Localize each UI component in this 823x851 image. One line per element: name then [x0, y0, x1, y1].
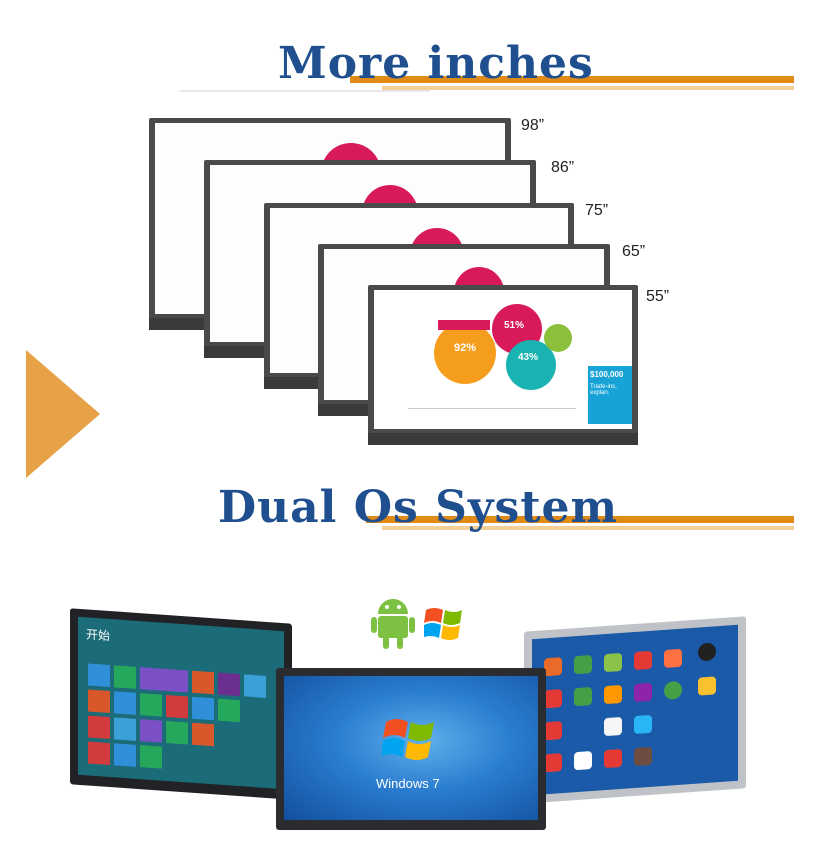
size-label-75: 75”	[585, 202, 609, 219]
price-box	[588, 366, 632, 424]
size-label-65: 65”	[622, 243, 646, 260]
heading-underline-light	[382, 86, 794, 90]
decorative-triangle	[26, 350, 100, 478]
android-display	[524, 616, 746, 804]
info-row	[408, 408, 576, 429]
gear-orange	[434, 322, 496, 384]
windows7-display: Windows 7	[276, 668, 546, 830]
ribbon	[438, 320, 490, 330]
gear-green	[544, 324, 572, 352]
section-title-os: Dual Os System	[218, 482, 619, 533]
size-label-55: 55”	[646, 288, 670, 305]
windows-logo-icon	[422, 604, 464, 644]
monitor-55: 92% 51% 43% $100,000 Trade-ins, explan.	[368, 285, 638, 445]
price-tagline: Trade-ins, explan.	[590, 384, 617, 396]
price-label: $100,000	[590, 370, 624, 379]
windows-flag-icon	[380, 714, 438, 766]
section-title-sizes: More inches	[278, 38, 594, 89]
start-label: 开始	[86, 627, 111, 644]
windows8-display: 开始	[70, 608, 292, 800]
gear-label: 43%	[518, 352, 539, 363]
size-label-86: 86”	[551, 159, 575, 176]
windows7-logo-text: Windows 7	[376, 776, 440, 791]
heading-underline-light	[382, 526, 794, 530]
gear-label: 92%	[454, 342, 477, 354]
heading-underline	[366, 516, 794, 523]
gear-label: 51%	[504, 320, 525, 331]
divider	[180, 90, 430, 92]
size-label-98: 98”	[521, 117, 545, 134]
heading-underline	[350, 76, 794, 83]
android-icon	[370, 590, 416, 650]
